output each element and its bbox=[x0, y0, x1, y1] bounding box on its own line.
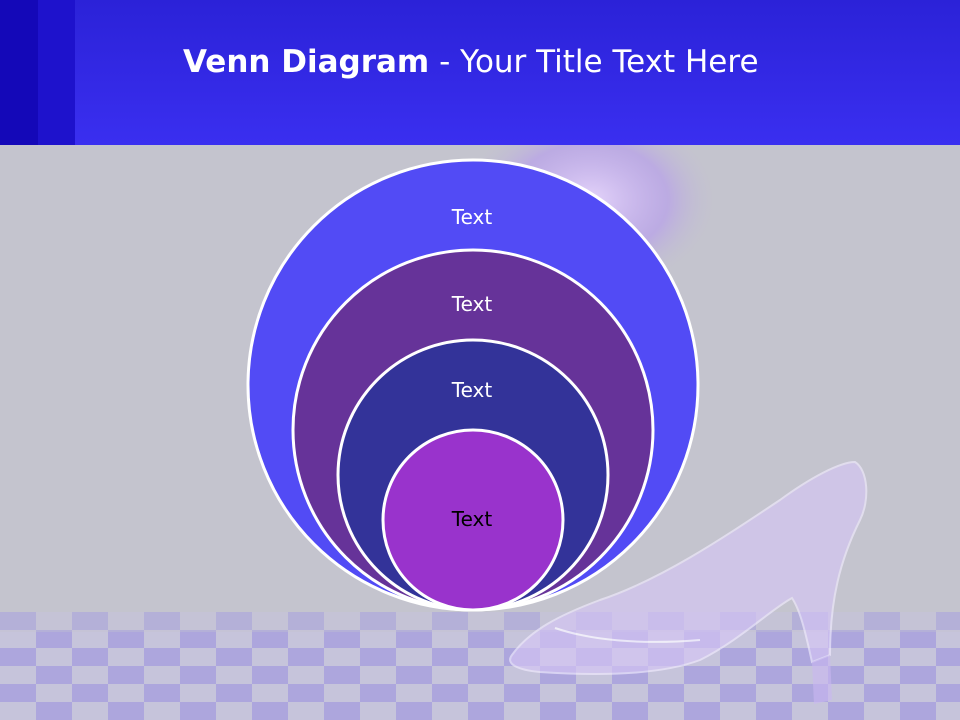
venn-diagram: Text Text Text Text bbox=[246, 158, 700, 612]
venn-label-second: Text bbox=[451, 292, 493, 316]
venn-label-third: Text bbox=[451, 378, 493, 402]
banner-accent-strip bbox=[0, 0, 38, 145]
glass-slipper-illustration bbox=[509, 460, 868, 704]
title-banner: Venn Diagram - Your Title Text Here bbox=[0, 0, 960, 145]
slide-background: Text Text Text Text bbox=[0, 145, 960, 720]
banner-accent-strip bbox=[38, 0, 75, 145]
title-rest-part: - Your Title Text Here bbox=[429, 44, 759, 80]
venn-label-inner: Text bbox=[451, 507, 493, 531]
venn-circle-inner[interactable] bbox=[381, 428, 565, 612]
slide-title[interactable]: Venn Diagram - Your Title Text Here bbox=[183, 42, 759, 82]
title-bold-part: Venn Diagram bbox=[183, 44, 430, 80]
venn-label-outer: Text bbox=[451, 205, 493, 229]
checker-floor bbox=[0, 612, 960, 720]
